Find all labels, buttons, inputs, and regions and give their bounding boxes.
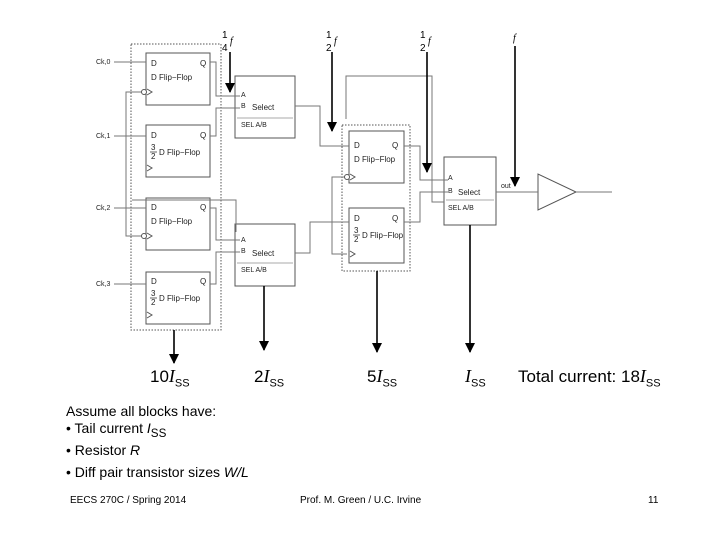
svg-text:Select: Select	[458, 188, 481, 197]
svg-text:Q: Q	[200, 131, 206, 140]
current-label-ff-group-2: 5ISS	[367, 366, 398, 390]
svg-text:1: 1	[222, 30, 228, 41]
assumptions-list: Tail current ISS Resistor R Diff pair tr…	[66, 420, 249, 485]
svg-text:D Flip−Flop: D Flip−Flop	[362, 231, 404, 240]
svg-text:Q: Q	[200, 277, 206, 286]
assumption-item: Resistor R	[66, 442, 249, 464]
clock-label-3: 1 2 f	[420, 30, 432, 54]
svg-text:f: f	[334, 36, 338, 47]
svg-text:D Flip−Flop: D Flip−Flop	[151, 73, 193, 82]
input-label-3: Ck,3	[96, 281, 111, 288]
svg-text:D: D	[151, 131, 157, 140]
svg-text:A: A	[241, 92, 246, 99]
footer-course: EECS 270C / Spring 2014	[70, 495, 187, 506]
wires	[114, 61, 612, 285]
svg-text:SEL A/B: SEL A/B	[241, 122, 267, 129]
svg-text:SEL A/B: SEL A/B	[241, 267, 267, 274]
svg-text:D: D	[354, 214, 360, 223]
svg-text:f: f	[230, 36, 234, 47]
input-label-0: Ck,0	[96, 59, 111, 66]
clock-arrows	[225, 46, 520, 187]
svg-text:D: D	[151, 277, 157, 286]
svg-text:Q: Q	[392, 214, 398, 223]
svg-text:4: 4	[222, 43, 228, 54]
flip-flop-1: D Q D Flip−Flop	[145, 52, 211, 106]
svg-text:f: f	[428, 36, 432, 47]
svg-text:SEL A/B: SEL A/B	[448, 205, 474, 212]
output-buffer	[537, 173, 578, 211]
input-label-2: Ck,2	[96, 205, 111, 212]
flip-flop-4: D Q 3 2 D Flip−Flop	[145, 271, 211, 325]
svg-text:Q: Q	[200, 203, 206, 212]
mux-3: A B Select SEL A/B	[443, 156, 497, 226]
svg-text:1: 1	[326, 30, 332, 41]
svg-text:B: B	[241, 248, 246, 255]
svg-text:D Flip−Flop: D Flip−Flop	[151, 217, 193, 226]
mux-2: A B Select SEL A/B	[234, 223, 296, 287]
current-label-mux-group: 2ISS	[254, 366, 285, 390]
mux-1: A B Select SEL A/B	[234, 75, 296, 139]
current-arrows	[169, 225, 475, 364]
flip-flop-2: D Q 3 2 D Flip−Flop	[145, 124, 211, 178]
svg-text:f: f	[513, 33, 517, 44]
svg-text:Q: Q	[392, 141, 398, 150]
svg-text:D: D	[151, 59, 157, 68]
invert-bubble-1	[141, 89, 147, 95]
flip-flop-6: D Q 3 2 D Flip−Flop	[348, 207, 405, 264]
svg-text:D Flip−Flop: D Flip−Flop	[354, 155, 396, 164]
current-label-ff-group: 10ISS	[150, 366, 190, 390]
ff-group-outline	[130, 43, 222, 331]
svg-text:B: B	[448, 188, 453, 195]
svg-text:Select: Select	[252, 249, 275, 258]
svg-text:Select: Select	[252, 103, 275, 112]
svg-text:D Flip−Flop: D Flip−Flop	[159, 294, 201, 303]
clock-label-2: 1 2 f	[326, 30, 338, 54]
svg-text:2: 2	[420, 43, 426, 54]
svg-text:2: 2	[151, 152, 156, 161]
ff-group-2-outline	[341, 124, 411, 272]
svg-text:D: D	[151, 203, 157, 212]
svg-text:2: 2	[326, 43, 332, 54]
current-label-final-mux: ISS	[465, 366, 486, 390]
svg-text:3: 3	[151, 289, 156, 298]
input-label-1: Ck,1	[96, 133, 111, 140]
clock-label-4: f	[513, 33, 517, 44]
svg-text:D: D	[354, 141, 360, 150]
total-current-label: Total current: 18ISS	[518, 366, 661, 390]
assumption-item: Tail current ISS	[66, 420, 249, 442]
svg-text:2: 2	[354, 235, 359, 244]
footer-author: Prof. M. Green / U.C. Irvine	[300, 495, 422, 506]
svg-text:2: 2	[151, 298, 156, 307]
output-signal-label: out	[501, 183, 511, 190]
svg-text:B: B	[241, 103, 246, 110]
svg-text:D Flip−Flop: D Flip−Flop	[159, 148, 201, 157]
flip-flop-3: D Q D Flip−Flop	[145, 197, 211, 251]
svg-text:A: A	[448, 175, 453, 182]
assumptions-box: Assume all blocks have: Tail current ISS…	[66, 403, 249, 485]
svg-text:1: 1	[420, 30, 426, 41]
invert-bubble-2	[141, 233, 147, 239]
flip-flop-5: D Q D Flip−Flop	[348, 130, 405, 184]
assumptions-title: Assume all blocks have:	[66, 403, 217, 419]
clock-label-1: 1 4 f	[222, 30, 234, 54]
assumption-item: Diff pair transistor sizes W/L	[66, 464, 249, 486]
footer-page-number: 11	[648, 495, 659, 506]
invert-bubble-3	[344, 174, 350, 180]
svg-text:A: A	[241, 237, 246, 244]
svg-text:3: 3	[354, 226, 359, 235]
svg-text:3: 3	[151, 143, 156, 152]
svg-text:Q: Q	[200, 59, 206, 68]
